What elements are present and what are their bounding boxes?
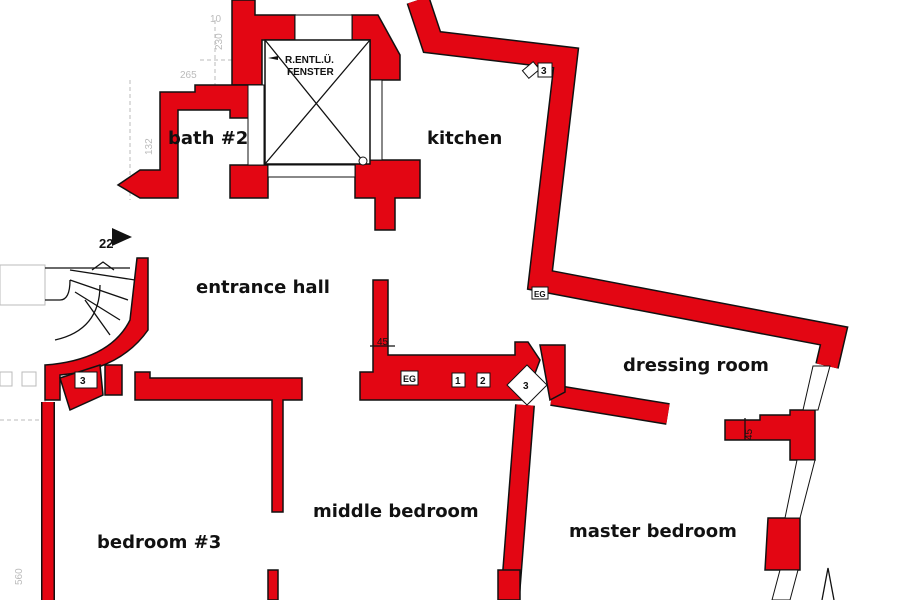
shaft-label-2: FENSTER (287, 67, 334, 78)
walls-outer (41, 0, 849, 600)
room-label-dressing-room: dressing room (623, 355, 769, 376)
dimension-132: 132 (144, 138, 155, 155)
light-shaft (264, 39, 371, 166)
eg-label: EG (534, 290, 546, 299)
eg-box (400, 370, 419, 386)
room-label-bath-2: bath #2 (168, 128, 248, 149)
flue-box (451, 372, 466, 388)
eg-box (531, 286, 549, 300)
wall-thickness-label: 45 (744, 428, 755, 440)
shaft-label-1: R.ENTL.Ü. (285, 53, 334, 66)
room-label-entrance-hall: entrance hall (196, 277, 330, 298)
dimension-265: 265 (180, 70, 197, 81)
room-label-master-bedroom: master bedroom (569, 521, 737, 542)
flue-box (476, 372, 491, 388)
staircase (45, 228, 136, 341)
dimension-10: 10 (210, 14, 222, 25)
eg-label: EG (403, 374, 416, 384)
entrance-number: 22 (99, 236, 113, 251)
flue-2-label: 2 (480, 376, 486, 387)
walls (44, 0, 816, 600)
north-arrow-icon (821, 567, 835, 600)
chimney-label: 3 (541, 66, 547, 77)
chimney-3-box (506, 364, 548, 406)
chimney-box (537, 62, 553, 78)
room-label-bedroom-3: bedroom #3 (97, 532, 221, 553)
arrow-icon (268, 56, 278, 60)
flue-1-label: 1 (455, 376, 461, 387)
windows (247, 14, 831, 600)
chimney-label: 3 (523, 381, 529, 392)
room-label-middle-bedroom: middle bedroom (313, 501, 479, 522)
wall-thickness-label: 45 (377, 337, 389, 348)
entrance-arrow-icon (112, 228, 132, 246)
dimension-560: 560 (14, 568, 25, 585)
room-label-kitchen: kitchen (427, 128, 502, 149)
chimney-label: 3 (80, 376, 86, 387)
dimension-230: 230 (214, 33, 225, 50)
